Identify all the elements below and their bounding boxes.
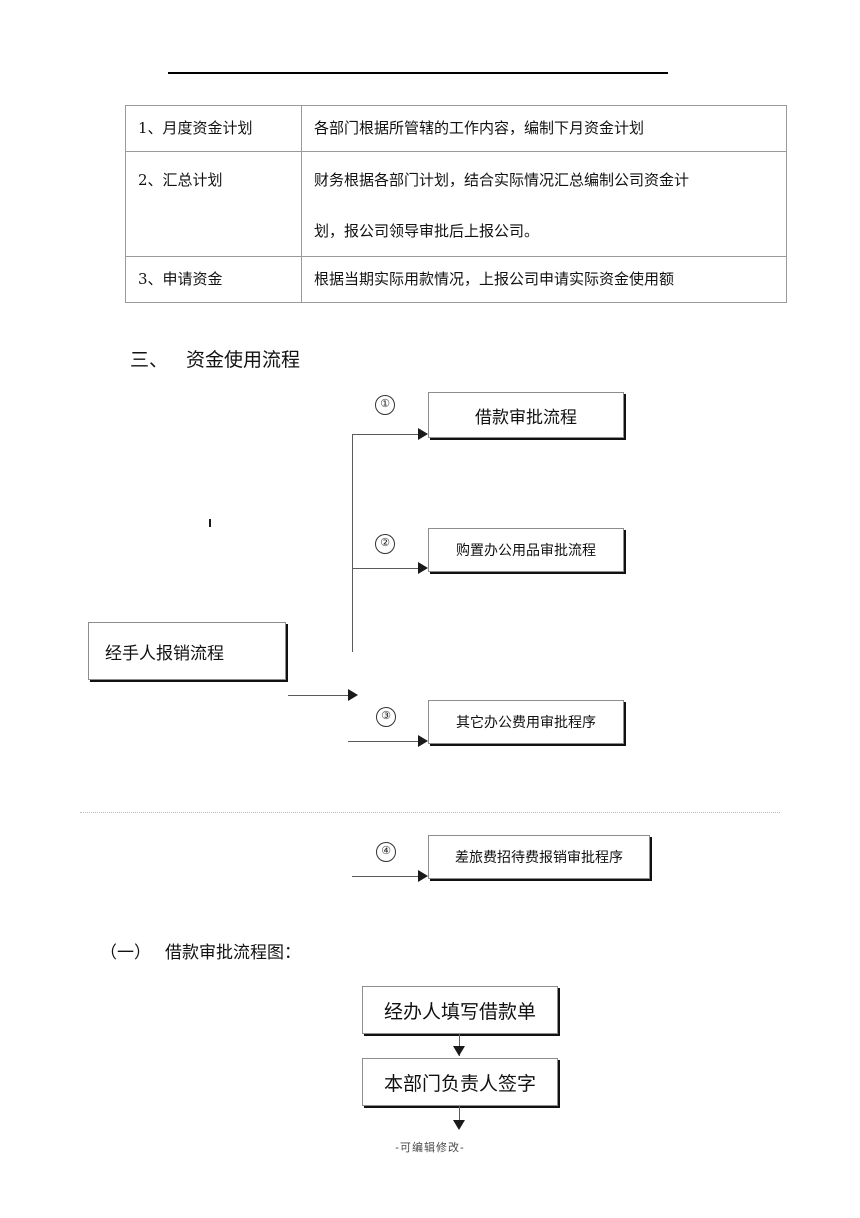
flow-branch3-marker: ③: [376, 707, 396, 727]
flow-branch2-line: [352, 568, 420, 569]
flow-branch2-box: 购置办公用品审批流程: [428, 528, 624, 572]
flow-branch4-line: [352, 876, 420, 877]
flow-source-box: 经手人报销流程: [88, 622, 286, 680]
flow-branch4-box: 差旅费招待费报销审批程序: [428, 835, 650, 879]
loan-step-1-label: 经办人填写借款单: [383, 1000, 536, 1023]
flow-branch1-arrowhead: [418, 428, 428, 440]
funding-plan-table: 1、月度资金计划 各部门根据所管辖的工作内容，编制下月资金计划 2、汇总计划 财…: [125, 105, 787, 303]
flow-branch1-box: 借款审批流程: [428, 392, 624, 438]
cell-text-line: 根据当期实际用款情况，上报公司申请实际资金使用额: [314, 270, 675, 289]
section-three-number: 三、: [130, 349, 169, 371]
section-three-title: 资金使用流程: [186, 349, 301, 371]
flow-source-connector-line: [288, 695, 350, 696]
cell-text-line: 财务根据各部门计划，结合实际情况汇总编制公司资金计: [314, 171, 690, 189]
loan-connector-1-arrowhead: [453, 1046, 465, 1056]
flow-branch2-marker: ②: [375, 534, 395, 554]
page-footer-note: -可编辑修改-: [395, 1141, 465, 1154]
section-one-title: 借款审批流程图：: [165, 943, 301, 963]
flow-branch4-marker: ④: [376, 842, 396, 862]
flow-branch1-label: 借款审批流程: [475, 407, 577, 428]
flow-branch3-line: [348, 741, 420, 742]
top-divider-rule: [168, 72, 668, 74]
flow-branch1-line: [352, 434, 420, 435]
flow-branch1-marker: ①: [375, 395, 395, 415]
loan-step-2-box: 本部门负责人签字: [362, 1058, 558, 1106]
flow-branch2-arrowhead: [418, 562, 428, 574]
table-cell-label: 2、汇总计划: [125, 151, 302, 257]
flow-branch3-box: 其它办公费用审批程序: [428, 700, 624, 744]
table-cell-label: 3、申请资金: [125, 256, 302, 303]
section-one-number: （一）: [100, 943, 151, 963]
page-dotted-divider: [80, 812, 780, 813]
ink-artifact: [209, 519, 211, 527]
section-three-heading: 三、资金使用流程: [130, 345, 300, 372]
flow-branch2-label: 购置办公用品审批流程: [456, 543, 596, 559]
table-cell-description: 各部门根据所管辖的工作内容，编制下月资金计划: [301, 105, 787, 152]
loan-connector-2-arrowhead: [453, 1120, 465, 1130]
loan-connector-2-line: [459, 1106, 460, 1128]
flow-source-box-label: 经手人报销流程: [105, 643, 224, 664]
section-one-heading: （一） 借款审批流程图：: [100, 938, 301, 963]
table-row: 1、月度资金计划 各部门根据所管辖的工作内容，编制下月资金计划: [125, 105, 787, 152]
flow-branch4-arrowhead: [418, 870, 428, 882]
flow-source-connector-arrowhead: [348, 689, 358, 701]
loan-connector-1-line: [459, 1034, 460, 1056]
table-row: 3、申请资金 根据当期实际用款情况，上报公司申请实际资金使用额: [125, 256, 787, 303]
flow-branch3-arrowhead: [418, 735, 428, 747]
loan-step-1-box: 经办人填写借款单: [362, 986, 558, 1034]
cell-text-line: 各部门根据所管辖的工作内容，编制下月资金计划: [314, 119, 645, 138]
table-cell-description: 财务根据各部门计划，结合实际情况汇总编制公司资金计 划，报公司领导审批后上报公司…: [301, 151, 787, 257]
table-cell-description: 根据当期实际用款情况，上报公司申请实际资金使用额: [301, 256, 787, 303]
flow-branch4-label: 差旅费招待费报销审批程序: [455, 850, 623, 866]
loan-step-2-label: 本部门负责人签字: [383, 1072, 536, 1095]
flow-branch3-label: 其它办公费用审批程序: [456, 715, 596, 731]
table-cell-label: 1、月度资金计划: [125, 105, 302, 152]
table-row: 2、汇总计划 财务根据各部门计划，结合实际情况汇总编制公司资金计 划，报公司领导…: [125, 151, 787, 257]
cell-text-line: 划，报公司领导审批后上报公司。: [314, 221, 540, 240]
flow-trunk-line: [352, 434, 353, 652]
